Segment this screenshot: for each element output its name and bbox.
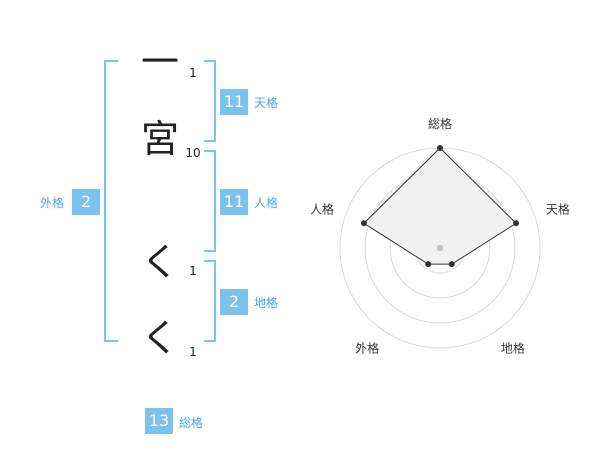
radar-point-2 — [513, 220, 520, 227]
stroke-count-4: 1 — [189, 345, 197, 359]
stroke-count-1: 1 — [189, 66, 197, 80]
stroke-count-3: 1 — [189, 264, 197, 278]
name-character-3: く — [140, 240, 179, 284]
name-character-4: く — [140, 316, 179, 360]
chikaku-label: 地格 — [254, 296, 279, 310]
gaikaku-label: 外格 — [40, 196, 65, 210]
soukaku-value-badge: 13 — [145, 408, 173, 434]
chikaku-value-badge: 2 — [220, 289, 248, 315]
jinkaku-bracket — [204, 150, 216, 252]
name-character-1: 一 — [140, 40, 179, 84]
tenkaku-bracket — [204, 60, 216, 142]
radar-axis-label-2: 天格 — [546, 202, 570, 217]
gaikaku-value-badge: 2 — [72, 189, 100, 215]
soukaku-label: 総格 — [179, 416, 204, 430]
radar-axis-label-1: 総格 — [428, 116, 452, 131]
tenkaku-label: 天格 — [254, 96, 279, 110]
name-character-2: 宮 — [140, 117, 179, 161]
radar-axis-label-3: 地格 — [501, 340, 525, 355]
chikaku-bracket — [204, 260, 216, 342]
radar-axis-label-5: 人格 — [310, 202, 334, 217]
tenkaku-value-badge: 11 — [220, 89, 248, 115]
jinkaku-value-badge: 11 — [220, 189, 248, 215]
radar-point-4 — [425, 261, 432, 268]
stroke-count-2: 10 — [185, 146, 201, 160]
radar-center-dot — [437, 245, 443, 251]
radar-point-1 — [437, 145, 443, 151]
radar-point-3 — [448, 261, 455, 268]
gaikaku-bracket — [104, 60, 118, 342]
jinkaku-label: 人格 — [254, 196, 279, 210]
radar-data-polygon — [363, 147, 517, 265]
radar-axis-label-4: 外格 — [355, 340, 379, 355]
radar-point-5 — [360, 220, 367, 227]
